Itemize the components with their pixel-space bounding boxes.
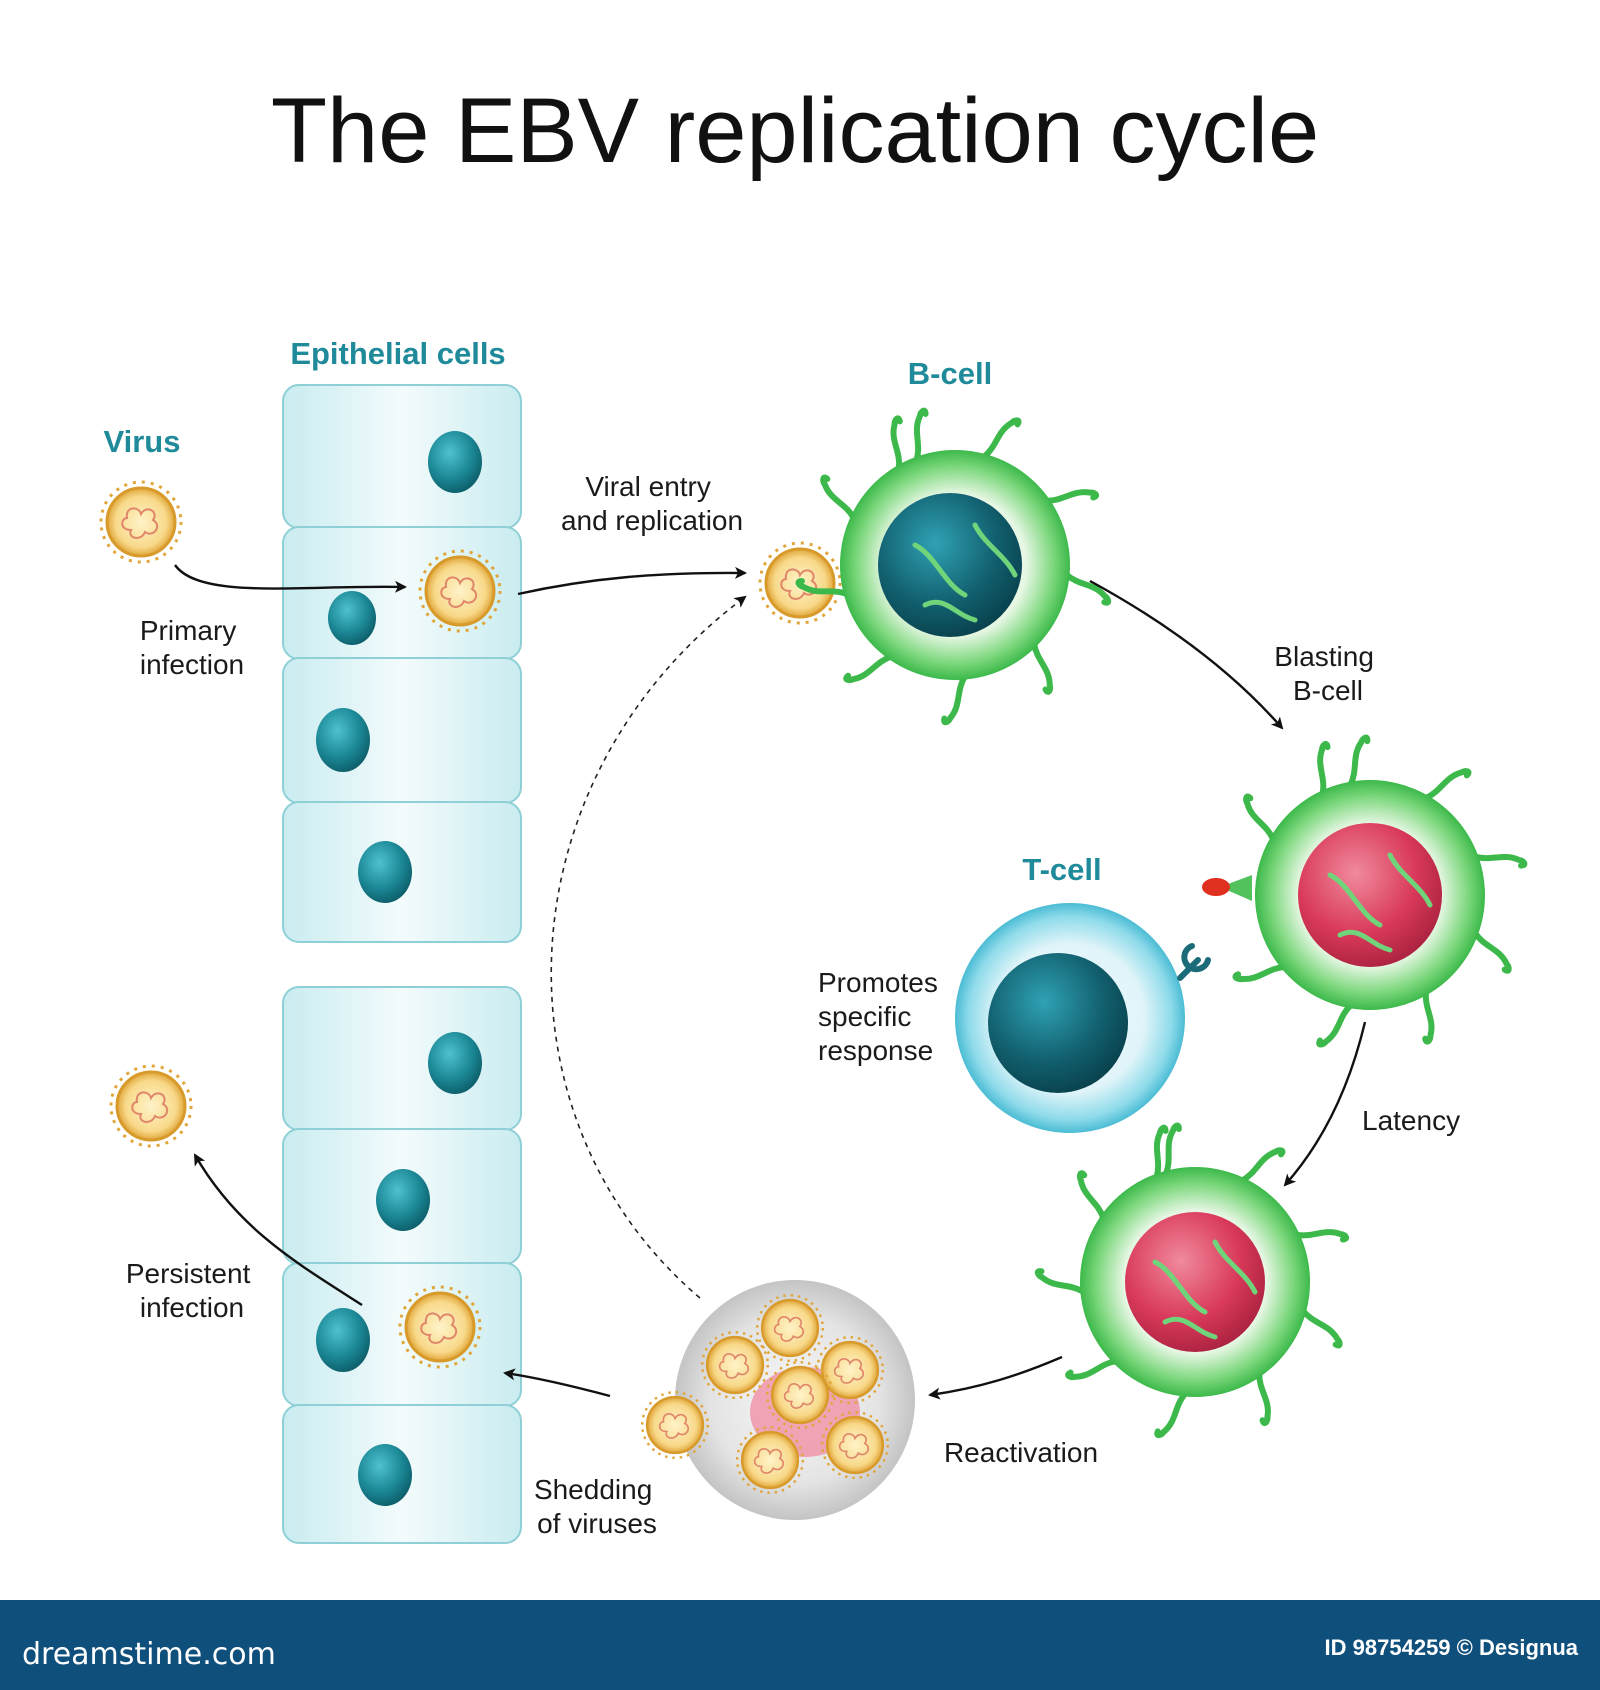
epithelial-nucleus <box>316 1308 370 1372</box>
arrow-primary-infection <box>174 564 407 593</box>
antigen-icon <box>1202 878 1230 896</box>
virus-icon <box>99 480 183 564</box>
label-virus: Virus <box>104 424 181 459</box>
label-persistent-infection: Persistent infection <box>126 1258 258 1323</box>
epithelial-nucleus <box>376 1169 430 1231</box>
epithelial-cell <box>282 384 522 529</box>
shedding-cell <box>640 1280 915 1520</box>
arrow-latency <box>1283 1021 1367 1187</box>
footer-brand: dreamstime.com <box>22 1637 276 1672</box>
t-cell <box>955 903 1211 1133</box>
footer-bar <box>0 1600 1600 1690</box>
diagram-title: The EBV replication cycle <box>271 80 1319 182</box>
label-primary-infection: Primary infection <box>140 615 244 680</box>
latent-b-cell <box>1038 1125 1347 1437</box>
footer-image-id: ID 98754259 © Designua <box>1325 1635 1579 1660</box>
epithelial-nucleus <box>358 841 412 903</box>
arrow-blasting <box>1089 579 1284 730</box>
arrow-reinfection <box>550 595 747 1299</box>
antigen-presenter <box>1220 875 1252 901</box>
label-b-cell: B-cell <box>908 356 992 391</box>
epithelial-nucleus <box>316 708 370 772</box>
epithelial-nucleus <box>358 1444 412 1506</box>
epithelial-nucleus <box>428 431 482 493</box>
label-reactivation: Reactivation <box>944 1437 1098 1468</box>
epithelial-nucleus <box>428 1032 482 1094</box>
arrow-viral-entry <box>517 566 747 596</box>
label-t-cell: T-cell <box>1022 852 1101 887</box>
arrow-persistent <box>193 1153 363 1307</box>
label-latency: Latency <box>1362 1105 1460 1136</box>
epithelial-cell <box>282 986 522 1131</box>
epithelial-nucleus <box>328 591 376 645</box>
label-promotes-response: Promotes specific response <box>818 967 946 1066</box>
b-cell <box>798 410 1110 722</box>
latent-nucleus <box>1125 1212 1265 1352</box>
arrow-reactivation <box>928 1355 1063 1400</box>
latent-nucleus <box>1298 823 1442 967</box>
t-cell-nucleus <box>988 953 1128 1093</box>
epithelial-column <box>282 384 522 1544</box>
label-viral-entry: Viral entry and replication <box>561 471 743 536</box>
label-shedding: Shedding of viruses <box>534 1474 660 1539</box>
virus-icon <box>109 1064 193 1148</box>
label-epithelial-cells: Epithelial cells <box>290 336 505 371</box>
b-cell-nucleus <box>878 493 1022 637</box>
t-cell-receptor-icon <box>1177 943 1211 981</box>
blasting-b-cell <box>1202 737 1525 1048</box>
label-blasting-b-cell: Blasting B-cell <box>1274 641 1381 706</box>
arrow-shedding <box>503 1368 611 1398</box>
